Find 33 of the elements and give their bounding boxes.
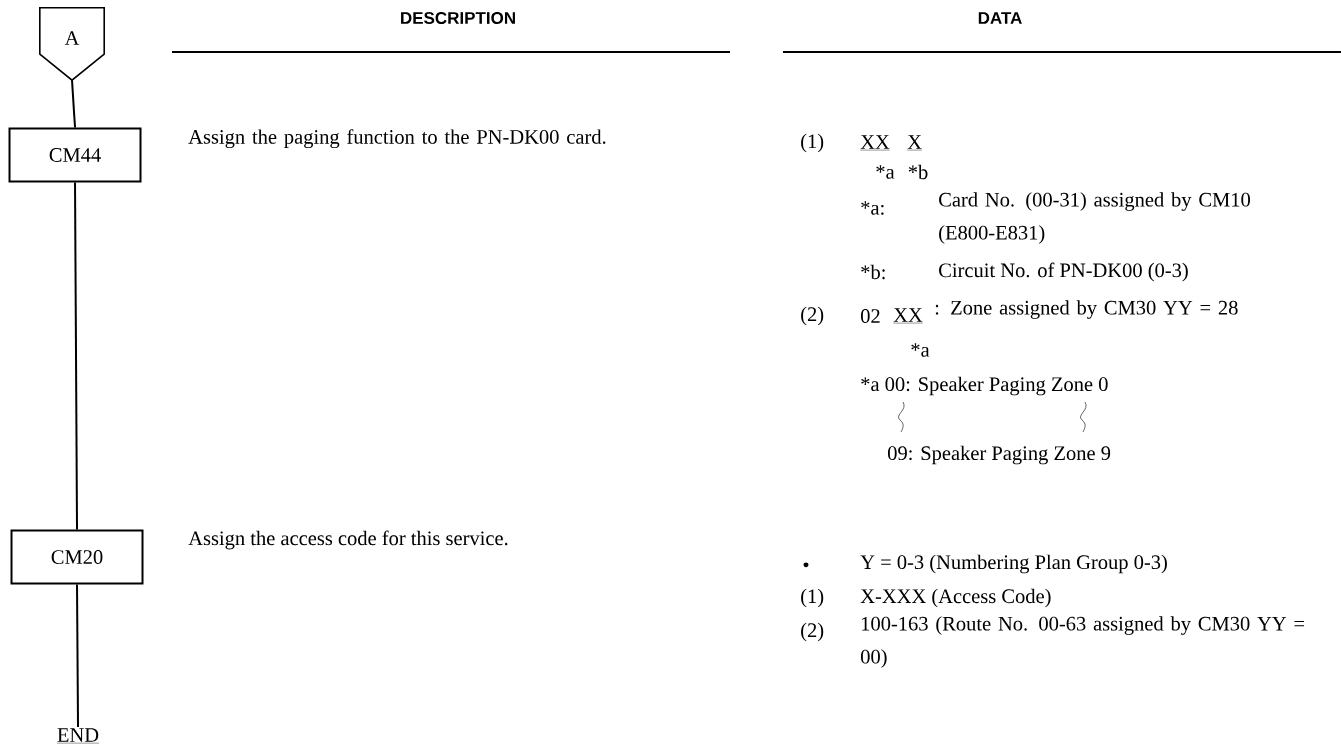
field-marker: *b xyxy=(908,164,928,180)
data-field: X xyxy=(907,135,923,151)
column-header: DESCRIPTION xyxy=(401,12,515,24)
field-marker: *a: xyxy=(861,201,884,215)
item-number: (2) xyxy=(801,622,824,642)
column-header: DATA xyxy=(978,12,1022,24)
data-field: XX xyxy=(893,308,923,324)
process-box: CM20 xyxy=(10,529,144,585)
description-text: Assign the access code for this service. xyxy=(188,530,508,550)
data-value: 100-163 (Route No. 00-63 assigned by CM30 YY = 00) xyxy=(861,616,1305,668)
connector-line xyxy=(76,583,79,729)
bullet: • xyxy=(803,562,809,568)
item-number: (2) xyxy=(801,306,824,326)
field-marker: *b: xyxy=(861,264,885,280)
connector-line xyxy=(74,181,78,531)
field-marker: *a xyxy=(911,343,930,357)
data-note: Y = 0-3 (Numbering Plan Group 0-3) xyxy=(860,554,1167,574)
connector-pentagon: A xyxy=(39,7,105,82)
range-text: 09: Speaker Paging Zone 9 xyxy=(888,445,1111,465)
field-description: Circuit No. of PN-DK00 (0-3) xyxy=(939,262,1188,282)
field-description: : Zone assigned by CM30 YY = 28 xyxy=(935,300,1238,319)
end-text: END xyxy=(56,728,100,744)
data-value: X-XXX (Access Code) xyxy=(860,588,1051,608)
connector-line xyxy=(71,79,76,129)
item-number: (1) xyxy=(801,133,824,153)
field-description: Card No. (00-31) assigned by CM10 (E800-E831) xyxy=(939,192,1250,244)
range-text: *a 00: Speaker Paging Zone 0 xyxy=(861,376,1108,396)
item-number: (1) xyxy=(801,588,824,608)
field-marker: *a xyxy=(876,165,895,179)
data-value: 02 xyxy=(861,309,880,323)
process-box: CM44 xyxy=(8,127,142,183)
data-field: XX xyxy=(860,135,891,151)
description-text: Assign the paging function to the PN-DK00 card. xyxy=(188,129,606,149)
